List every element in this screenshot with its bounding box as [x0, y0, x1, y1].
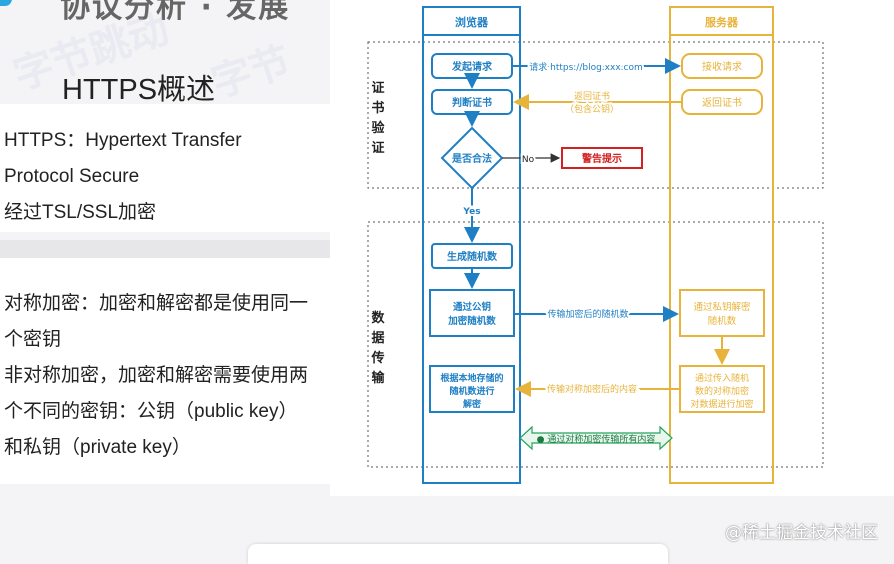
- encryption-line: 和私钥（private key）: [4, 437, 191, 458]
- decrypt-local-label: 随机数进行: [449, 385, 494, 397]
- background-pattern: 字节: [206, 38, 297, 108]
- decrypt-private-label: 通过私钥解密: [693, 301, 751, 313]
- return-cert-arrow-label: （包含公钥）: [565, 103, 619, 115]
- intro-line: 经过TSL/SSL加密: [4, 202, 157, 223]
- cert-section-label-char: 验: [371, 120, 385, 136]
- encryption-line: 个不同的密钥：公钥（public key）: [4, 401, 298, 422]
- intro-line: HTTPS：Hypertext Transfer: [4, 130, 242, 151]
- footer-tab: [248, 544, 668, 564]
- warning-label: 警告提示: [581, 152, 622, 165]
- encryption-line: 非对称加密，加密和解密需要使用两: [4, 365, 309, 386]
- footer-watermark: @稀土掘金技术社区: [725, 523, 878, 543]
- encrypt-random-label: 通过公钥: [453, 301, 491, 313]
- browser-lane: [422, 6, 521, 484]
- data-section-label-char: 数: [371, 310, 385, 326]
- decrypt-local-label: 解密: [463, 398, 481, 410]
- encryption-line: 个密钥: [4, 329, 62, 350]
- intro-line: Protocol Secure: [4, 166, 140, 187]
- send-encrypted-label: 传输加密后的随机数: [547, 308, 628, 320]
- intro-card: HTTPS：Hypertext Transfer Protocol Secure…: [0, 104, 330, 232]
- encrypt-random-node: [429, 289, 515, 337]
- data-section-label-char: 输: [371, 370, 385, 386]
- return-cert-arrow-label: 返回证书: [574, 90, 610, 102]
- encrypt-data-label: 对数据进行加密: [690, 398, 753, 410]
- decrypt-local-label: 根据本地存储的: [440, 372, 503, 384]
- encrypt-data-node: [679, 365, 765, 413]
- cert-section-label-char: 书: [371, 100, 384, 116]
- is-valid-label: 是否合法: [451, 152, 492, 165]
- encryption-card: 对称加密：加密和解密都是使用同一 个密钥 非对称加密，加密和解密需要使用两 个不…: [0, 258, 330, 484]
- gen-random-label: 生成随机数: [447, 250, 498, 263]
- decrypt-private-label: 随机数: [708, 315, 737, 327]
- warning-node: [561, 147, 643, 169]
- server-lane-title: 服务器: [705, 15, 739, 29]
- server-lane: [669, 6, 774, 484]
- receive-request-node: [681, 53, 763, 79]
- encrypt-data-label: 数的对称加密: [695, 385, 749, 397]
- browser-lane-title: 浏览器: [455, 15, 489, 29]
- slide-left-panel: 协议分析 · 发展 字节跳动 字节 HTTPS概述 HTTPS：Hypertex…: [0, 0, 330, 559]
- send-request-label: 发起请求: [451, 60, 493, 73]
- return-cert-label: 返回证书: [702, 97, 742, 109]
- request-arrow-label: 请求 https://blog.xxx.com: [529, 61, 642, 73]
- encrypt-data-label: 通过传入随机: [695, 372, 749, 384]
- send-content-label: 传输对称加密后的内容: [547, 383, 637, 395]
- yes-arrow-label: Yes: [462, 207, 480, 217]
- encrypt-random-label: 加密随机数: [447, 315, 496, 327]
- decrypt-private-node: [679, 289, 765, 337]
- section-title: HTTPS概述: [62, 74, 216, 106]
- encryption-line: 对称加密：加密和解密都是使用同一: [4, 293, 309, 314]
- decrypt-local-node: [429, 365, 515, 413]
- cert-section-label-char: 证: [371, 141, 384, 156]
- data-section-label-char: 据: [371, 330, 384, 346]
- all-content-label: ● 通过对称加密传输所有内容: [537, 433, 656, 445]
- cert-section-label-char: 证: [371, 81, 384, 96]
- all-content-arrow: [519, 425, 673, 451]
- receive-request-label: 接收请求: [702, 60, 742, 73]
- https-flow-diagram: 证 书 验 证 数 据 传 输 浏览器 服务器 发起请求 判断证书 是否合法 警…: [330, 0, 894, 496]
- slide-top-title: 协议分析 · 发展: [60, 0, 291, 25]
- title-accent: [0, 0, 12, 6]
- no-arrow-label: No: [522, 155, 535, 165]
- divider-band: [0, 240, 330, 258]
- judge-cert-label: 判断证书: [452, 96, 492, 109]
- data-section-label-char: 传: [370, 350, 384, 366]
